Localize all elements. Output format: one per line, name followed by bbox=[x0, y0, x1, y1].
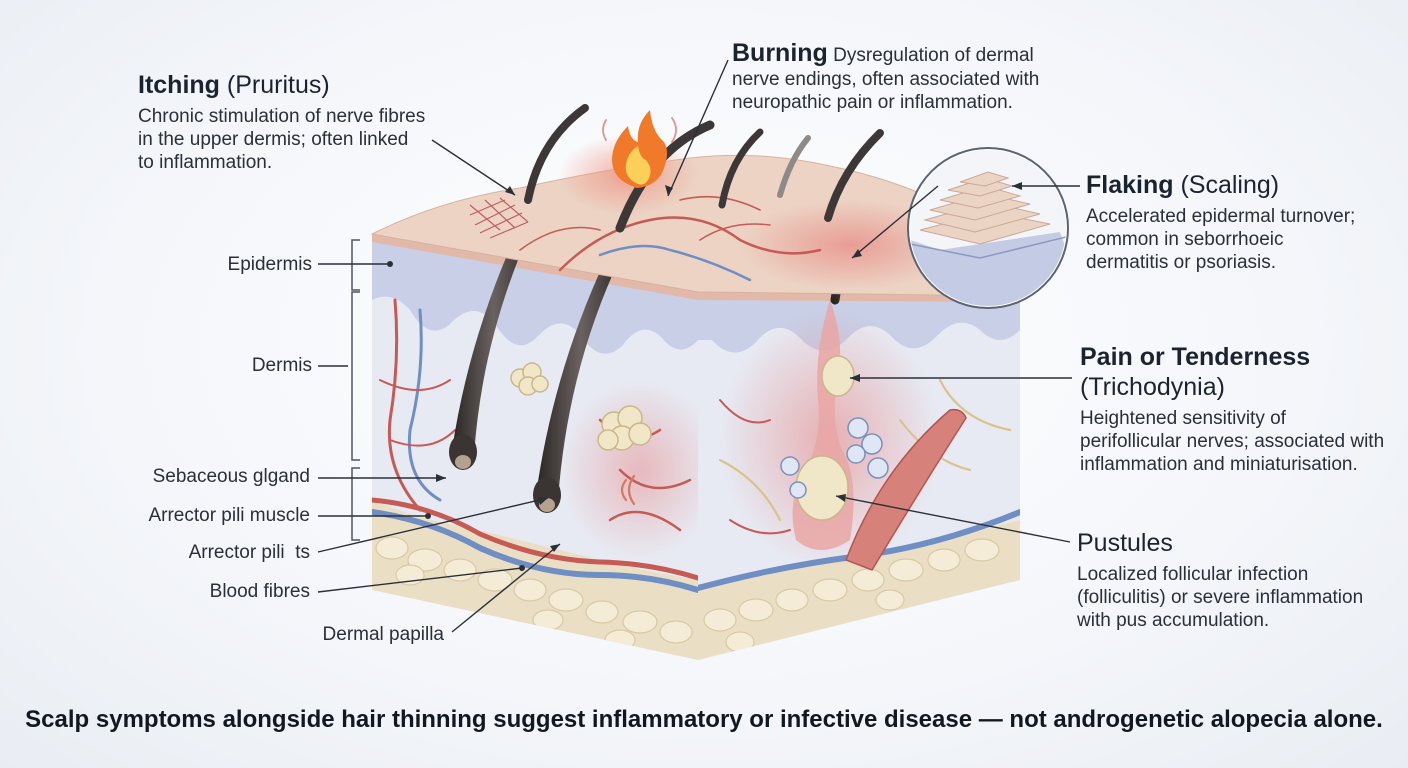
arrector-pili-muscle bbox=[845, 408, 967, 571]
label-dermal-papilla: Dermal papilla bbox=[322, 624, 444, 645]
callout-title: Flaking (Scaling) bbox=[1086, 170, 1386, 200]
skin-block-top-surface bbox=[370, 104, 1021, 297]
description-line: Localized follicular infection bbox=[1077, 564, 1309, 585]
description-line: dermatitis or psoriasis. bbox=[1086, 252, 1277, 274]
inflamed-follicle bbox=[792, 292, 895, 550]
callout-pustules: Pustules Localized follicular infection … bbox=[1077, 528, 1387, 633]
hair-follicle bbox=[449, 234, 535, 470]
flame-icon bbox=[602, 110, 677, 188]
label-sebaceous-gland: Sebaceous glgand bbox=[152, 466, 310, 487]
description-line: Accelerated epidermal turnover; bbox=[1086, 206, 1356, 227]
itching-title: Itching bbox=[138, 71, 220, 99]
pain-title: Pain or Tenderness bbox=[1080, 342, 1398, 372]
skin-block-front-face bbox=[372, 234, 698, 660]
footer-caption: Scalp symptoms alongside hair thinning s… bbox=[25, 706, 1383, 733]
sebaceous-gland bbox=[510, 362, 652, 451]
description-line: (folliculitis) or severe inflammation bbox=[1077, 587, 1364, 609]
burning-header: Burning Dysregulation of dermal bbox=[732, 38, 1072, 68]
description-line: inflammation and miniaturisation. bbox=[1080, 454, 1358, 476]
burning-title: Burning bbox=[732, 39, 828, 67]
label-dermis: Dermis bbox=[251, 355, 312, 376]
callout-flaking: Flaking (Scaling) Accelerated epidermal … bbox=[1086, 170, 1386, 275]
callout-itching: Itching (Pruritus) Chronic stimulation o… bbox=[138, 70, 458, 175]
description-line: in the upper dermis; often linked bbox=[138, 129, 409, 151]
pain-subtitle: (Trichodynia) bbox=[1080, 373, 1225, 401]
description-line: Chronic stimulation of nerve fibres bbox=[138, 106, 426, 127]
description-line: nerve endings, often associated with bbox=[732, 69, 1040, 90]
label-blood-fibres: Blood fibres bbox=[209, 581, 310, 602]
burning-description-first: Dysregulation of dermal bbox=[833, 45, 1034, 66]
flaking-description: Accelerated epidermal turnover; common i… bbox=[1086, 205, 1386, 275]
itch-irritation-mark bbox=[469, 197, 529, 239]
pustules-title: Pustules bbox=[1077, 528, 1387, 558]
description-line: with pus accumulation. bbox=[1077, 610, 1270, 632]
skin-block-side-face bbox=[698, 292, 1020, 660]
layer-brackets bbox=[351, 239, 360, 541]
pustules-description: Localized follicular infection (follicul… bbox=[1077, 563, 1387, 633]
itching-subtitle: (Pruritus) bbox=[226, 71, 330, 99]
description-line: Heightened sensitivity of bbox=[1080, 408, 1286, 429]
callout-title: Itching (Pruritus) bbox=[138, 70, 458, 100]
itching-description: Chronic stimulation of nerve fibres in t… bbox=[138, 105, 458, 175]
label-arrector-pili-muscle: Arrector pili muscle bbox=[148, 505, 310, 526]
description-line: neuropathic pain or inflammation. bbox=[732, 92, 1013, 114]
burning-description: nerve endings, often associated with neu… bbox=[732, 68, 1072, 114]
description-line: perifollicular nerves; associated with bbox=[1080, 431, 1385, 453]
pain-title-text: Pain or Tenderness bbox=[1080, 343, 1311, 371]
description-line: common in seborrhoeic bbox=[1086, 229, 1284, 251]
flaking-title: Flaking bbox=[1086, 171, 1174, 199]
leader-arrowheads bbox=[387, 182, 1022, 571]
callout-burning: Burning Dysregulation of dermal nerve en… bbox=[732, 38, 1072, 114]
label-arrector-pili-ts: Arrector pili ts bbox=[188, 542, 310, 563]
flaking-subtitle: (Scaling) bbox=[1180, 171, 1280, 199]
description-line: to inflammation. bbox=[138, 152, 273, 174]
label-epidermis: Epidermis bbox=[227, 254, 312, 275]
leader-lines bbox=[317, 59, 1080, 633]
pustule-cluster bbox=[780, 417, 889, 499]
callout-pain: Pain or Tenderness (Trichodynia) Heighte… bbox=[1080, 342, 1398, 477]
pain-description: Heightened sensitivity of perifollicular… bbox=[1080, 407, 1398, 477]
pustules-title-text: Pustules bbox=[1077, 529, 1173, 557]
